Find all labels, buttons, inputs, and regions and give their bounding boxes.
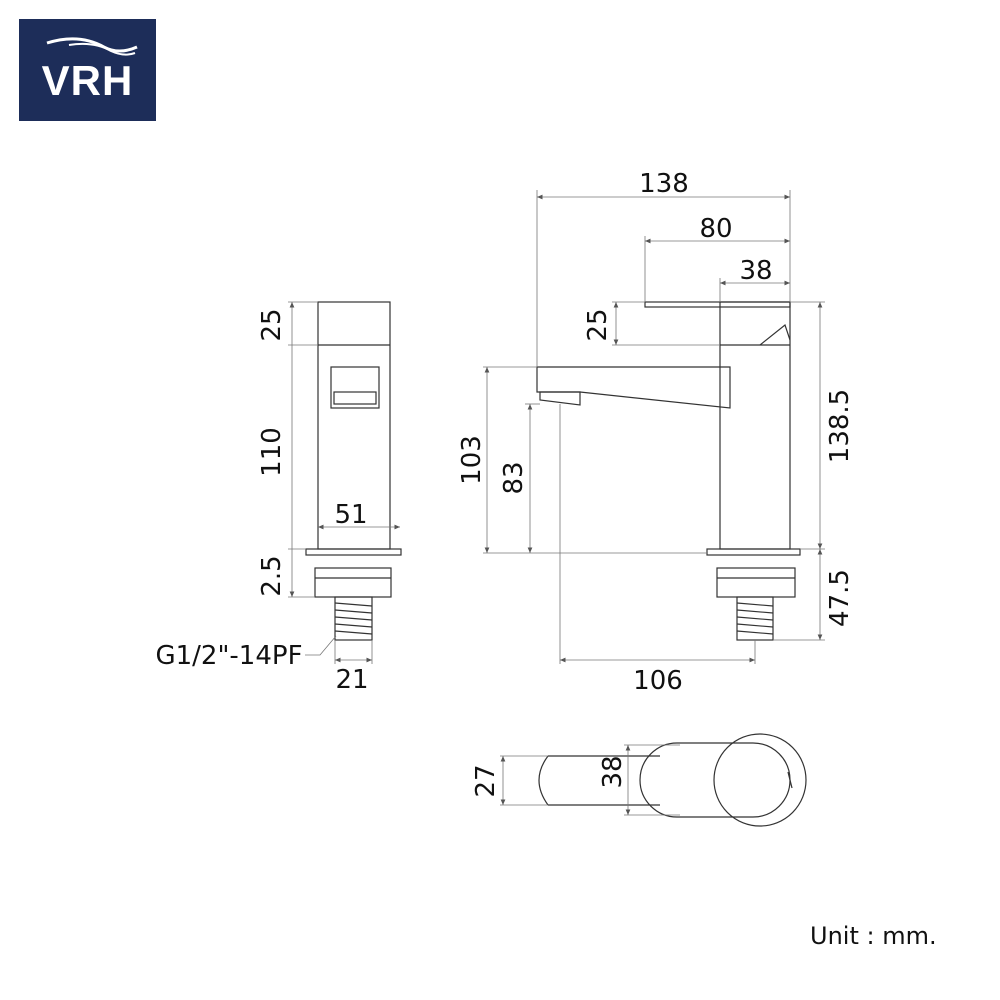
dim-47-5: 47.5	[825, 569, 855, 627]
dim-25-front: 25	[583, 308, 613, 341]
dim-2-5: 2.5	[257, 555, 287, 596]
unit-label: Unit : mm.	[810, 922, 937, 950]
dim-138-5: 138.5	[825, 389, 855, 463]
dim-21: 21	[335, 665, 368, 695]
dim-138: 138	[639, 169, 689, 199]
dim-38-top: 38	[598, 755, 628, 788]
dim-110: 110	[257, 427, 287, 477]
dim-27: 27	[471, 764, 501, 797]
logo-text: VRH	[41, 57, 134, 104]
thread-spec: G1/2"-14PF	[155, 641, 302, 671]
vrh-logo: VRH	[19, 19, 156, 121]
top-view: 27 38	[471, 733, 807, 827]
side-view: 25 110 2.5 51 21 G1/2"-14PF	[155, 301, 402, 695]
dim-83: 83	[499, 461, 529, 494]
dim-25-side: 25	[257, 308, 287, 341]
dim-106: 106	[633, 666, 683, 696]
front-view: 138 80 38 25 103 83 138.5 47.5 106	[457, 169, 855, 696]
wave-icon	[46, 37, 138, 56]
dim-103: 103	[457, 435, 487, 485]
dim-80: 80	[699, 214, 732, 244]
dim-51: 51	[334, 500, 367, 530]
dim-38-front: 38	[739, 256, 772, 286]
